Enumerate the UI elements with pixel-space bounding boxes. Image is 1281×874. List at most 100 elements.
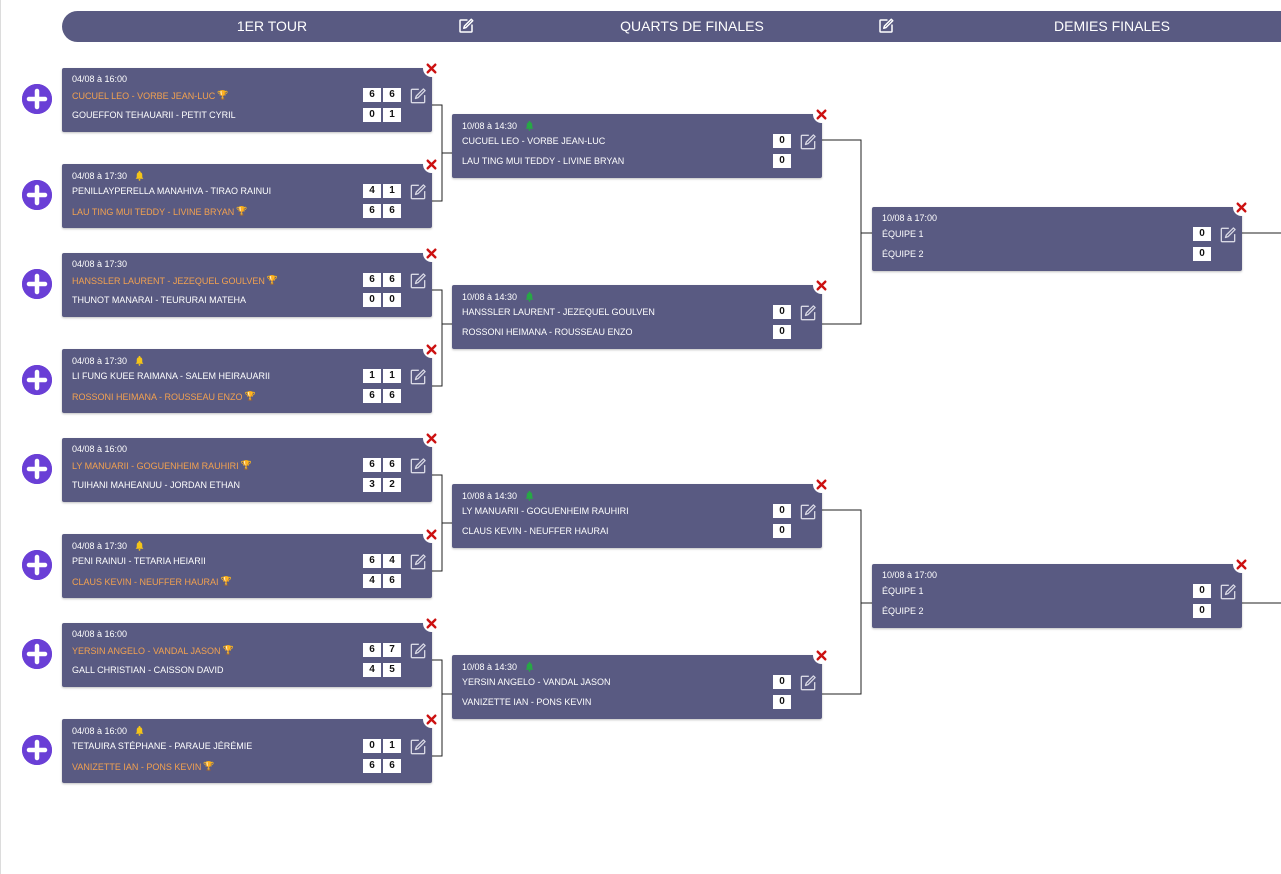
- score-box[interactable]: 6: [363, 88, 381, 102]
- score-box[interactable]: 6: [363, 643, 381, 657]
- team-name-text: CLAUS KEVIN - NEUFFER HAURAI: [462, 526, 609, 536]
- team-name-text: LY MANUARII - GOGUENHEIM RAUHIRI: [462, 506, 629, 516]
- score-box[interactable]: 6: [363, 759, 381, 773]
- match-date-text: 10/08 à 14:30: [462, 291, 518, 302]
- edit-icon[interactable]: [408, 737, 428, 757]
- score-box[interactable]: 6: [383, 458, 401, 472]
- score-box[interactable]: 2: [383, 478, 401, 492]
- score-box[interactable]: 0: [363, 108, 381, 122]
- team-name-text: YERSIN ANGELO - VANDAL JASON: [462, 677, 611, 687]
- add-match-button[interactable]: [22, 180, 52, 210]
- score-box[interactable]: 0: [1193, 227, 1211, 241]
- score-box[interactable]: 0: [773, 675, 791, 689]
- edit-icon[interactable]: [457, 17, 475, 35]
- score-box[interactable]: 1: [383, 184, 401, 198]
- team-name: VANIZETTE IAN - PONS KEVIN: [462, 697, 591, 707]
- score-box[interactable]: 5: [383, 663, 401, 677]
- edit-icon[interactable]: [408, 182, 428, 202]
- edit-icon[interactable]: [798, 673, 818, 693]
- match-date: 04/08 à 16:00: [72, 74, 127, 84]
- delete-icon[interactable]: [1233, 199, 1250, 216]
- rounds-header: 1ER TOUR QUARTS DE FINALES DEMIES FINALE…: [62, 11, 1281, 42]
- score-box[interactable]: 4: [363, 574, 381, 588]
- delete-icon[interactable]: [813, 647, 830, 664]
- edit-icon[interactable]: [798, 303, 818, 323]
- edit-icon[interactable]: [408, 367, 428, 387]
- team-name: LY MANUARII - GOGUENHEIM RAUHIRI🏆: [72, 460, 252, 471]
- edit-icon[interactable]: [408, 552, 428, 572]
- score-box[interactable]: 6: [383, 273, 401, 287]
- score-box[interactable]: 6: [383, 574, 401, 588]
- score-box[interactable]: 4: [363, 184, 381, 198]
- score-box[interactable]: 0: [363, 739, 381, 753]
- delete-icon[interactable]: [813, 476, 830, 493]
- score-box[interactable]: 0: [773, 305, 791, 319]
- add-match-button[interactable]: [22, 269, 52, 299]
- score-box[interactable]: 4: [383, 554, 401, 568]
- score-box[interactable]: 0: [773, 524, 791, 538]
- add-match-button[interactable]: [22, 84, 52, 114]
- delete-icon[interactable]: [423, 341, 440, 358]
- edit-icon[interactable]: [798, 502, 818, 522]
- score-box[interactable]: 7: [383, 643, 401, 657]
- score-box[interactable]: 6: [383, 88, 401, 102]
- add-match-button[interactable]: [22, 550, 52, 580]
- score-box[interactable]: 3: [363, 478, 381, 492]
- score-box[interactable]: 6: [383, 204, 401, 218]
- score-box[interactable]: 6: [363, 273, 381, 287]
- team-name: TUIHANI MAHEANUU - JORDAN ETHAN: [72, 480, 240, 490]
- score-group: 0: [773, 504, 791, 518]
- match-date-text: 10/08 à 14:30: [462, 490, 518, 501]
- score-box[interactable]: 6: [383, 389, 401, 403]
- score-box[interactable]: 0: [1193, 247, 1211, 261]
- edit-icon[interactable]: [798, 132, 818, 152]
- score-box[interactable]: 0: [773, 504, 791, 518]
- score-box[interactable]: 1: [363, 369, 381, 383]
- score-box[interactable]: 6: [363, 389, 381, 403]
- score-box[interactable]: 0: [363, 293, 381, 307]
- team-name-text: ÉQUIPE 1: [882, 586, 924, 596]
- score-box[interactable]: 1: [383, 108, 401, 122]
- team-name-text: CUCUEL LEO - VORBE JEAN-LUC: [72, 90, 216, 101]
- score-box[interactable]: 0: [1193, 604, 1211, 618]
- score-box[interactable]: 0: [773, 695, 791, 709]
- edit-icon[interactable]: [1218, 225, 1238, 245]
- score-box[interactable]: 0: [773, 154, 791, 168]
- score-box[interactable]: 0: [773, 134, 791, 148]
- delete-icon[interactable]: [813, 106, 830, 123]
- edit-icon[interactable]: [1218, 582, 1238, 602]
- score-box[interactable]: 0: [1193, 584, 1211, 598]
- score-box[interactable]: 1: [383, 369, 401, 383]
- score-box[interactable]: 0: [773, 325, 791, 339]
- score-box[interactable]: 0: [383, 293, 401, 307]
- delete-icon[interactable]: [423, 615, 440, 632]
- add-match-button[interactable]: [22, 639, 52, 669]
- edit-icon[interactable]: [408, 86, 428, 106]
- bell-icon: [134, 725, 145, 736]
- add-match-button[interactable]: [22, 454, 52, 484]
- score-box[interactable]: 6: [363, 204, 381, 218]
- edit-icon[interactable]: [408, 271, 428, 291]
- delete-icon[interactable]: [423, 430, 440, 447]
- delete-icon[interactable]: [423, 526, 440, 543]
- score-box[interactable]: 4: [363, 663, 381, 677]
- edit-icon[interactable]: [408, 641, 428, 661]
- score-box[interactable]: 6: [383, 759, 401, 773]
- add-match-button[interactable]: [22, 365, 52, 395]
- delete-icon[interactable]: [423, 60, 440, 77]
- score-box[interactable]: 1: [383, 739, 401, 753]
- score-box[interactable]: 6: [363, 458, 381, 472]
- add-match-button[interactable]: [22, 735, 52, 765]
- edit-icon[interactable]: [408, 456, 428, 476]
- delete-icon[interactable]: [1233, 556, 1250, 573]
- edit-icon[interactable]: [877, 17, 895, 35]
- delete-icon[interactable]: [813, 277, 830, 294]
- delete-icon[interactable]: [423, 245, 440, 262]
- team-name: YERSIN ANGELO - VANDAL JASON: [462, 677, 611, 687]
- score-box[interactable]: 6: [363, 554, 381, 568]
- delete-icon[interactable]: [423, 156, 440, 173]
- match-date-text: 04/08 à 16:00: [72, 725, 128, 736]
- delete-icon[interactable]: [423, 711, 440, 728]
